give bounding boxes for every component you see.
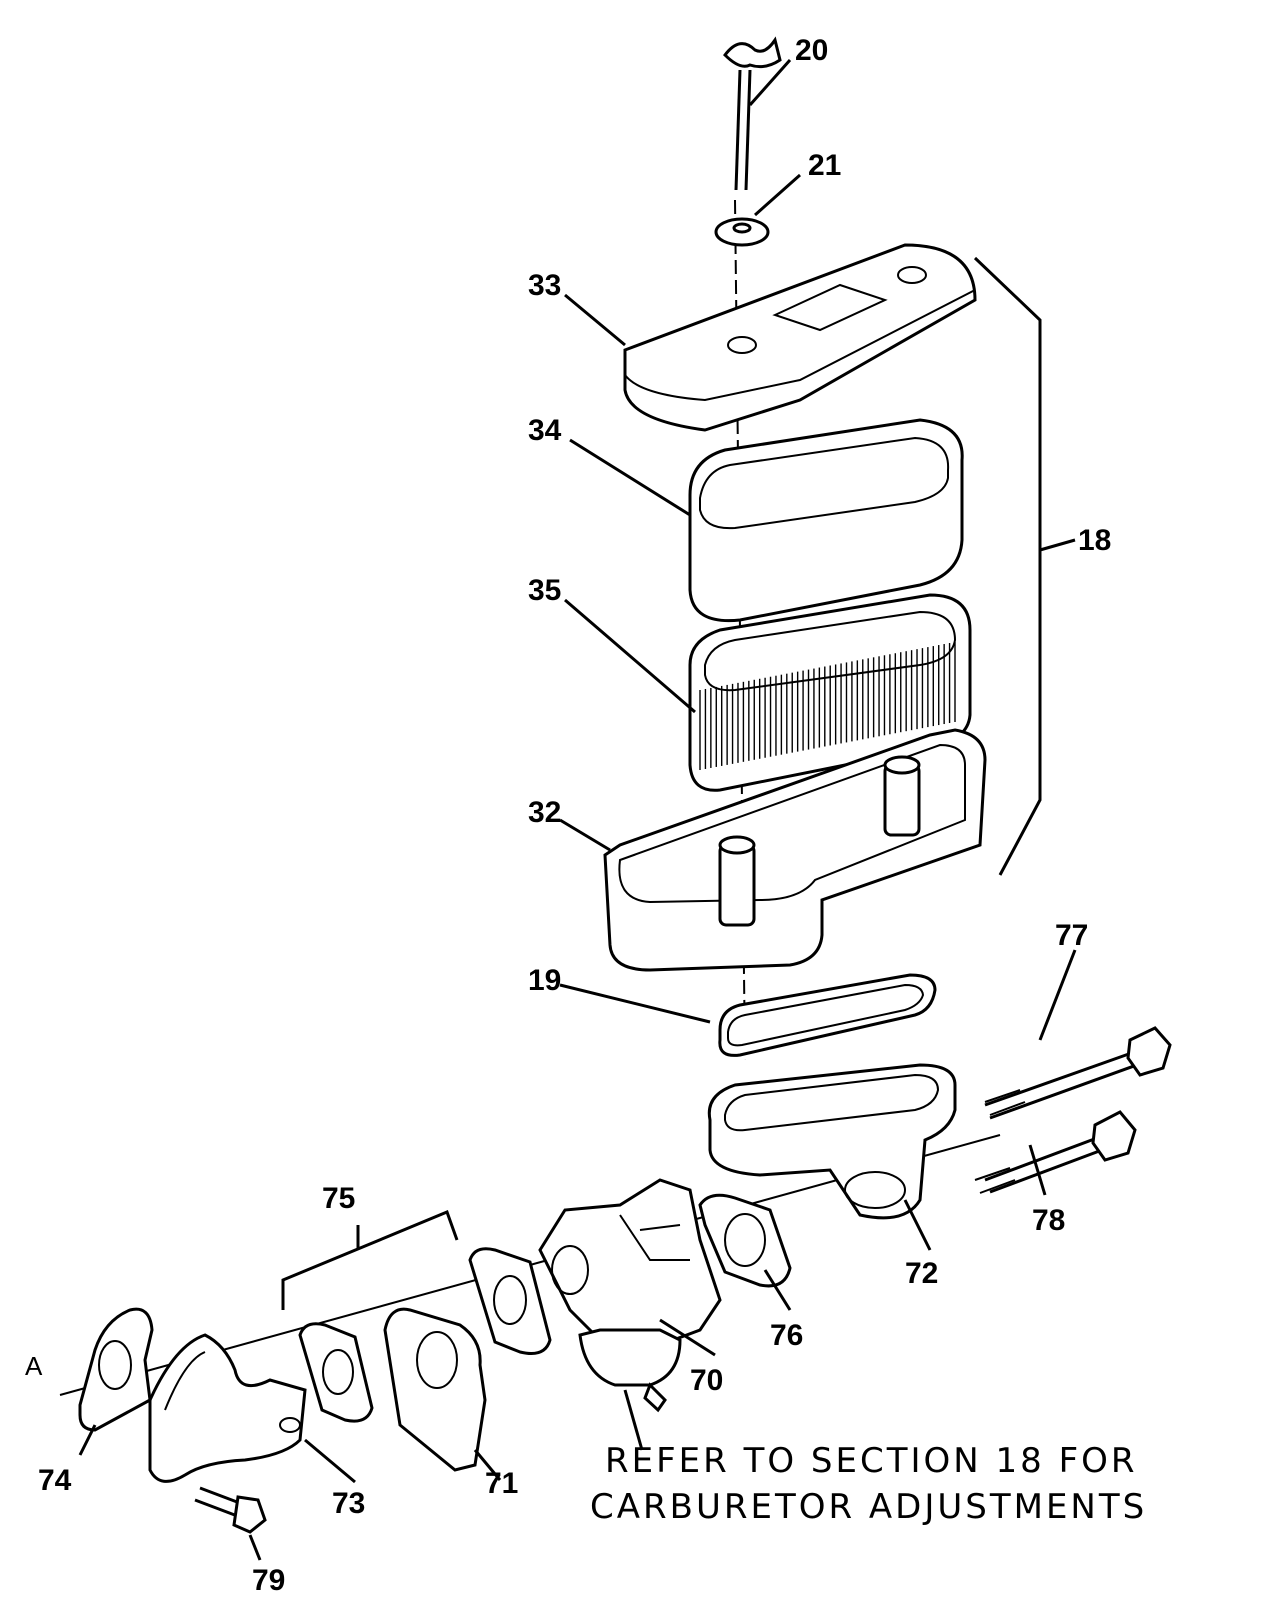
- pre-cleaner-foam: [688, 418, 964, 623]
- callout-19: 19: [528, 964, 561, 997]
- bolt-77: [984, 1026, 1172, 1120]
- callout-34: 34: [528, 414, 562, 447]
- wing-bolt: [723, 36, 782, 191]
- carburetor: [538, 1178, 722, 1413]
- callout-33: 33: [528, 269, 561, 302]
- air-cleaner-cover: [623, 243, 977, 432]
- callout-21: 21: [808, 149, 841, 182]
- callout-70: 70: [690, 1364, 723, 1397]
- callout-79: 79: [252, 1564, 285, 1597]
- callout-73: 73: [332, 1487, 365, 1520]
- callout-20: 20: [795, 34, 828, 67]
- callout-75: 75: [322, 1182, 355, 1215]
- callout-72: 72: [905, 1257, 938, 1290]
- gasket-75-left: [298, 1322, 374, 1423]
- callout-a: A: [25, 1351, 43, 1381]
- note-line-1: REFER TO SECTION 18 FOR: [605, 1441, 1138, 1481]
- callout-74: 74: [38, 1464, 72, 1497]
- assembly-bracket: [973, 256, 1042, 876]
- note-line-2: CARBURETOR ADJUSTMENTS: [590, 1487, 1147, 1527]
- callout-18: 18: [1078, 524, 1111, 557]
- base-gasket: [718, 973, 937, 1057]
- intake-pipe: [148, 1333, 307, 1483]
- gasket-75-right: [468, 1247, 552, 1355]
- callout-77: 77: [1055, 919, 1088, 952]
- callout-35: 35: [528, 574, 561, 607]
- callout-76: 76: [770, 1319, 803, 1352]
- intake-gasket: [78, 1307, 154, 1432]
- callout-32: 32: [528, 796, 561, 829]
- air-filter-element: [688, 593, 972, 792]
- spacer-plate: [383, 1307, 487, 1472]
- callout-78: 78: [1032, 1204, 1065, 1237]
- bolt-78: [974, 1110, 1137, 1194]
- callout-71: 71: [485, 1467, 518, 1500]
- bolt-79: [194, 1486, 267, 1534]
- carburetor-gasket: [698, 1193, 792, 1288]
- air-cleaner-base: [603, 728, 987, 972]
- air-intake-elbow: [707, 1063, 957, 1220]
- leader-lines: [78, 59, 1077, 1561]
